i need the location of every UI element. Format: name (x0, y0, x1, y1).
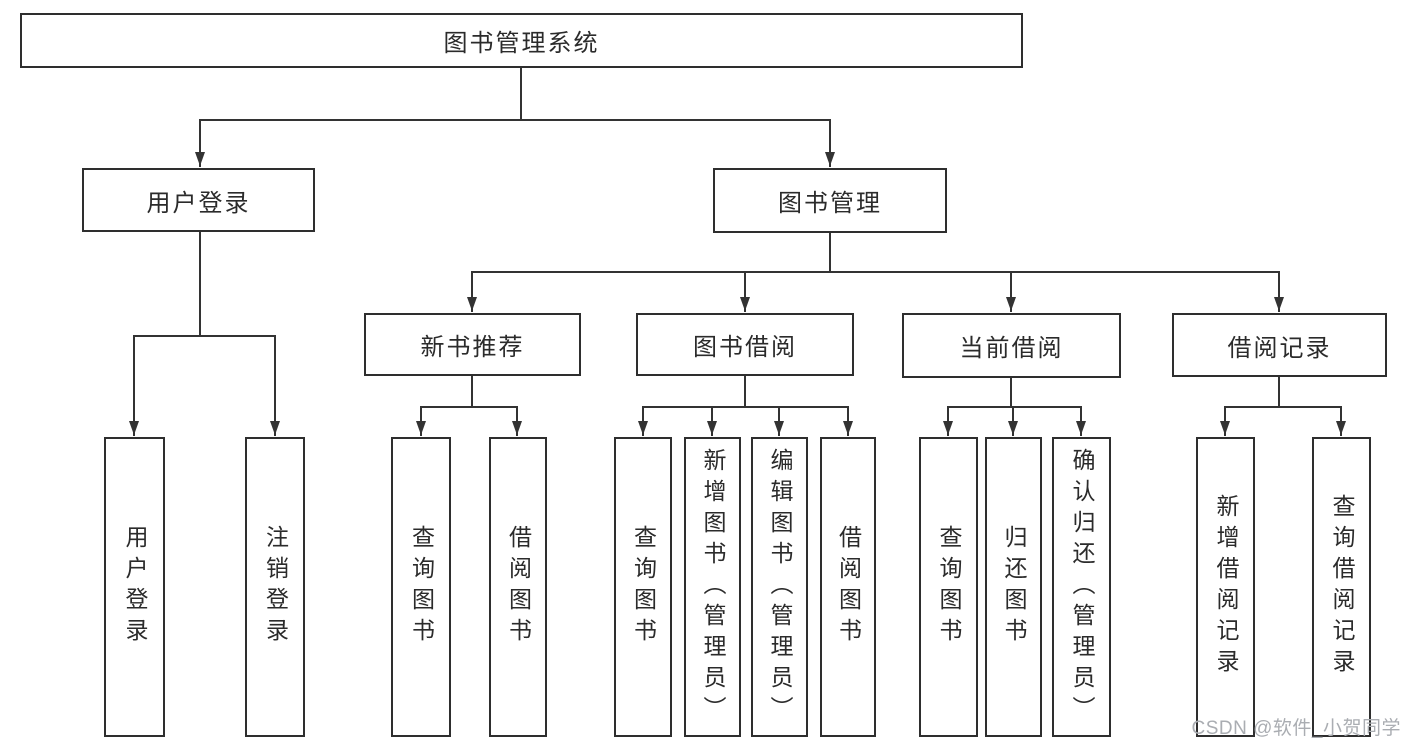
node-new-book-recommend: 新书推荐 (364, 313, 581, 376)
node-current-borrowing: 当前借阅 (902, 313, 1121, 378)
node-book-borrowing: 图书借阅 (636, 313, 854, 376)
leaf-user-login: 用户登录 (104, 437, 165, 737)
leaf-return-books: 归还图书 (985, 437, 1042, 737)
csdn-watermark: CSDN @软件_小贺同学 (1191, 718, 1401, 739)
node-user-login: 用户登录 (82, 168, 315, 232)
leaf-query-books-current: 查询图书 (919, 437, 978, 737)
leaf-edit-books-admin: 编辑图书（管理员） (751, 437, 808, 737)
leaf-confirm-return-admin: 确认归还（管理员） (1052, 437, 1111, 737)
node-library-management-system: 图书管理系统 (20, 13, 1023, 68)
leaf-query-borrow-record: 查询借阅记录 (1312, 437, 1371, 737)
leaf-query-books-recommend: 查询图书 (391, 437, 451, 737)
leaf-borrow-books-recommend: 借阅图书 (489, 437, 547, 737)
leaf-query-books-borrowing: 查询图书 (614, 437, 672, 737)
leaf-borrow-books-borrowing: 借阅图书 (820, 437, 876, 737)
node-borrowing-records: 借阅记录 (1172, 313, 1387, 377)
node-book-management: 图书管理 (713, 168, 947, 233)
leaf-add-books-admin: 新增图书（管理员） (684, 437, 741, 737)
leaf-logout: 注销登录 (245, 437, 305, 737)
leaf-add-borrow-record: 新增借阅记录 (1196, 437, 1255, 737)
